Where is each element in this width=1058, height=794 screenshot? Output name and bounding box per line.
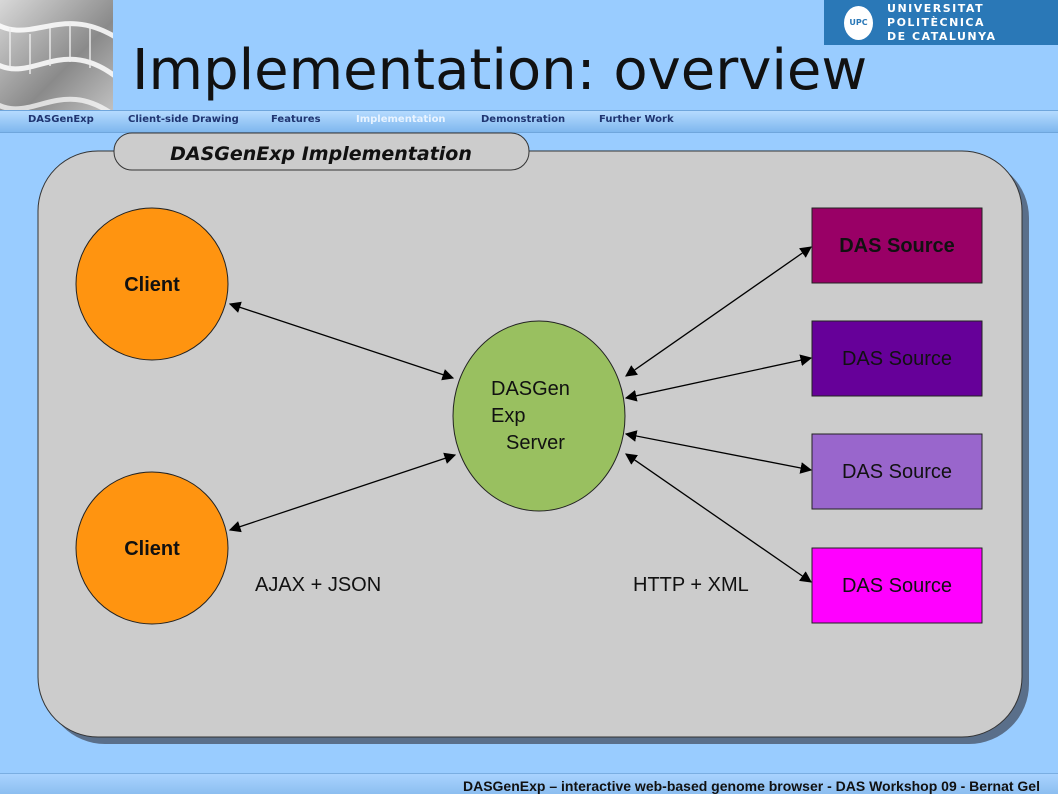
das-source-label-4: DAS Source <box>842 575 952 597</box>
upc-logo-line2: DE CATALUNYA <box>887 29 997 43</box>
edge-label-ajax-json: AJAX + JSON <box>255 574 381 596</box>
page-title: Implementation: overview <box>132 38 868 103</box>
das-source-3 <box>811 433 983 510</box>
nav-item-features[interactable]: Features <box>271 114 321 125</box>
footer-text: DASGenExp – interactive web-based genome… <box>462 778 1040 794</box>
das-source-label-3: DAS Source <box>842 461 952 483</box>
nav-item-dasgenexp[interactable]: DASGenExp <box>28 114 94 125</box>
server-label-line2: Exp <box>491 405 525 427</box>
upc-logo-text: UNIVERSITAT POLITÈCNICA DE CATALUNYA <box>887 2 1058 44</box>
server-label-line3: Server <box>506 432 565 454</box>
upc-logo-line1: UNIVERSITAT POLITÈCNICA <box>887 1 986 29</box>
nav-item-client-side-drawing[interactable]: Client-side Drawing <box>128 114 239 125</box>
server-label-line1: DASGen <box>491 378 570 400</box>
das-source-4 <box>811 547 983 624</box>
server-node <box>452 320 626 512</box>
client-node-1 <box>75 207 229 361</box>
nav-item-further-work[interactable]: Further Work <box>599 114 674 125</box>
edge-label-http-xml: HTTP + XML <box>633 574 749 596</box>
edge-server-source1 <box>625 246 812 377</box>
client-label-1: Client <box>124 274 180 296</box>
footer-bar: DASGenExp – interactive web-based genome… <box>0 773 1058 794</box>
panel-title-tab <box>113 132 530 171</box>
nav-item-demonstration[interactable]: Demonstration <box>481 114 566 125</box>
dna-helix-image <box>0 0 113 110</box>
panel-title: DASGenExp Implementation <box>170 143 472 165</box>
upc-seal-icon: UPC <box>844 5 874 40</box>
nav-bar: DASGenExp Client-side Drawing Features I… <box>0 110 1058 133</box>
upc-logo: UPC UNIVERSITAT POLITÈCNICA DE CATALUNYA <box>824 0 1058 45</box>
das-source-1 <box>811 207 983 284</box>
edge-client2-server <box>228 452 457 533</box>
client-node-2 <box>75 471 229 625</box>
client-label-2: Client <box>124 538 180 560</box>
edge-server-source2 <box>624 354 813 402</box>
das-source-label-1: DAS Source <box>839 235 955 257</box>
das-source-label-2: DAS Source <box>842 348 952 370</box>
das-source-2 <box>811 320 983 397</box>
nav-item-implementation[interactable]: Implementation <box>356 114 446 125</box>
edge-client1-server <box>228 301 455 381</box>
edge-server-source4 <box>625 453 812 583</box>
